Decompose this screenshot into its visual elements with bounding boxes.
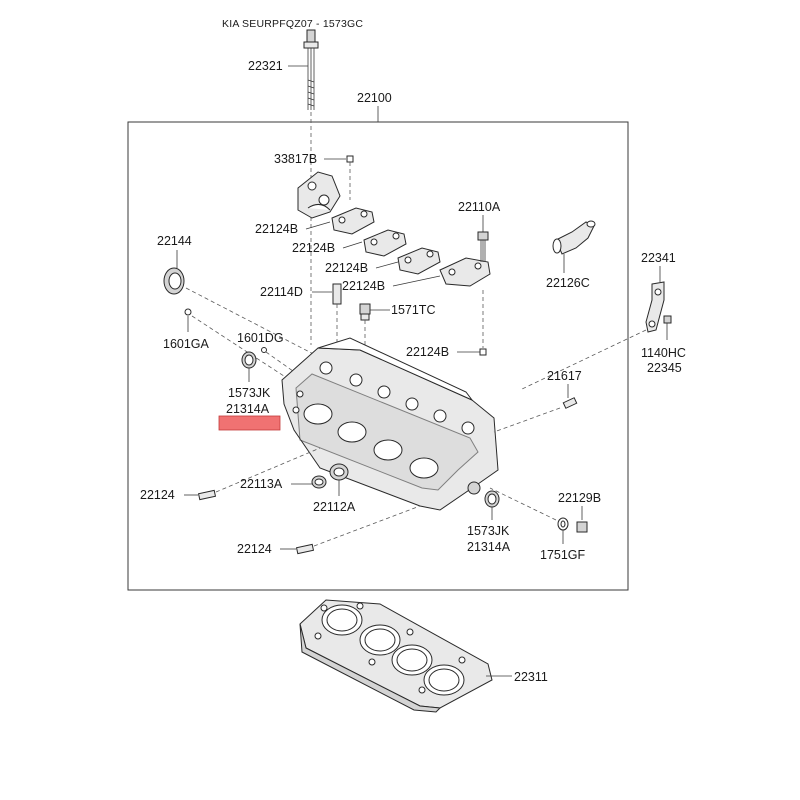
label-22124B-1[interactable]: 22124B — [255, 222, 298, 236]
label-22144[interactable]: 22144 — [157, 234, 192, 248]
seal-1573JK-right[interactable] — [484, 490, 500, 508]
label-22124B-2[interactable]: 22124B — [292, 241, 335, 255]
dowel-pin-33817B[interactable] — [346, 155, 354, 163]
plug-1601GA[interactable] — [184, 308, 192, 316]
cam-cap-3[interactable] — [363, 229, 407, 257]
label-22311[interactable]: 22311 — [514, 670, 548, 684]
hanger-bracket-22341[interactable] — [645, 281, 665, 333]
label-22124B-4[interactable]: 22124B — [342, 279, 385, 293]
bolt-1140HC[interactable] — [663, 315, 672, 340]
label-22100[interactable]: 22100 — [357, 91, 392, 105]
label-22110A[interactable]: 22110A — [458, 200, 501, 214]
cam-cap-4[interactable] — [397, 247, 441, 275]
plug-1601DG[interactable] — [261, 347, 267, 353]
water-pipe-22126C[interactable] — [552, 220, 596, 255]
cam-cap-front[interactable] — [297, 171, 341, 219]
label-1573JK-left[interactable]: 1573JK — [228, 386, 271, 400]
seal-1573JK-left[interactable] — [241, 351, 257, 369]
label-21314A-left[interactable]: 21314A — [226, 402, 270, 416]
label-22341[interactable]: 22341 — [641, 251, 676, 265]
cam-cap-5[interactable] — [439, 257, 491, 287]
seal-22112A[interactable] — [329, 463, 349, 481]
seal-22113A[interactable] — [311, 475, 327, 489]
label-21314A-right[interactable]: 21314A — [467, 540, 511, 554]
label-1573JK-right[interactable]: 1573JK — [467, 524, 510, 538]
label-22124-2[interactable]: 22124 — [237, 542, 272, 556]
plug-1571TC[interactable] — [359, 303, 371, 321]
washer-1751GF[interactable] — [557, 517, 569, 531]
label-22126C[interactable]: 22126C — [546, 276, 590, 290]
highlight-21314A[interactable] — [218, 415, 281, 431]
label-33817B[interactable]: 33817B — [274, 152, 317, 166]
dowel-22114D[interactable] — [332, 283, 342, 305]
label-1601GA[interactable]: 1601GA — [163, 337, 210, 351]
head-gasket-22311[interactable] — [299, 599, 493, 713]
label-1601DG[interactable]: 1601DG — [237, 331, 284, 345]
label-1571TC[interactable]: 1571TC — [391, 303, 435, 317]
label-22321[interactable]: 22321 — [248, 59, 283, 73]
bolt-22110A[interactable] — [477, 231, 489, 262]
label-22112A[interactable]: 22112A — [313, 500, 356, 514]
label-1751GF[interactable]: 1751GF — [540, 548, 586, 562]
cam-cap-2[interactable] — [331, 207, 375, 235]
dowel-pin-22124B[interactable] — [479, 348, 487, 356]
label-22114D[interactable]: 22114D — [260, 285, 303, 299]
head-bolt-22321[interactable] — [303, 29, 319, 110]
stud-22124-1[interactable] — [197, 489, 217, 501]
label-1140HC[interactable]: 1140HC — [641, 346, 686, 360]
plug-22129B[interactable] — [576, 521, 588, 533]
label-22124B-5[interactable]: 22124B — [406, 345, 449, 359]
oil-seal-22144[interactable] — [163, 267, 185, 295]
label-22129B[interactable]: 22129B — [558, 491, 601, 505]
label-22345[interactable]: 22345 — [647, 361, 682, 375]
label-21617[interactable]: 21617 — [547, 369, 582, 383]
label-22113A[interactable]: 22113A — [240, 477, 283, 491]
stud-21617[interactable] — [562, 397, 578, 409]
stud-22124-2[interactable] — [295, 543, 315, 555]
label-22124B-3[interactable]: 22124B — [325, 261, 368, 275]
diagram-code: KIA SEURPFQZ07 - 1573GC — [222, 18, 363, 30]
label-22124-1[interactable]: 22124 — [140, 488, 175, 502]
